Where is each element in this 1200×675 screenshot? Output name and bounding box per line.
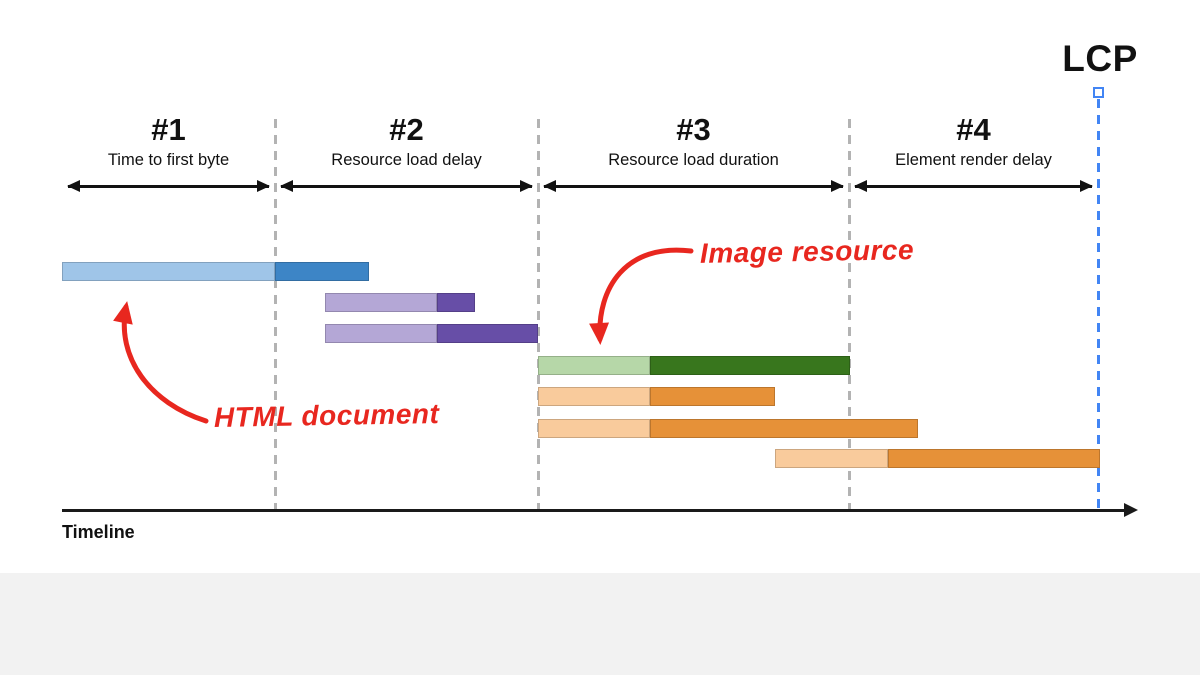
- timeline-axis-arrow-icon: [1124, 503, 1138, 517]
- bar-script-light-segment: [538, 387, 650, 406]
- bar-document-light-segment: [62, 262, 275, 281]
- phase-extent-arrow-icon: [854, 180, 1093, 191]
- lcp-title: LCP: [1062, 38, 1138, 79]
- bar-image-light-segment: [538, 356, 650, 375]
- phase-extent-arrow-icon: [280, 180, 533, 191]
- phase-label: Resource load duration: [608, 151, 779, 169]
- bar-script-light-segment: [538, 419, 650, 438]
- annotation-image-resource: Image resource: [699, 234, 915, 269]
- html-document-arrow-icon: [113, 301, 209, 424]
- phase-divider-line: [273, 119, 277, 512]
- bar-stylesheet-dark-segment: [437, 324, 538, 343]
- bar-script-light-segment: [775, 449, 888, 468]
- phase-number: #1: [151, 112, 186, 147]
- phase-number: #2: [389, 112, 424, 147]
- phase-label: Time to first byte: [107, 151, 230, 169]
- image-resource-arrow-icon: [589, 247, 694, 345]
- phase-extent-arrow-icon: [67, 180, 270, 191]
- bar-script-dark-segment: [650, 387, 775, 406]
- phase-number: #4: [956, 112, 991, 147]
- annotation-html-document: HTML document: [213, 398, 440, 433]
- bar-document-dark-segment: [275, 262, 369, 281]
- lcp-marker-icon: [1093, 87, 1104, 98]
- phase-label: Element render delay: [895, 151, 1052, 169]
- bar-script-dark-segment: [888, 449, 1100, 468]
- timeline-label: Timeline: [62, 522, 135, 542]
- bar-stylesheet-light-segment: [325, 324, 437, 343]
- phase-extent-arrow-icon: [543, 180, 844, 191]
- phase-divider-line: [847, 119, 851, 512]
- bar-image-dark-segment: [650, 356, 850, 375]
- lcp-time-line: [1097, 99, 1100, 511]
- phase-label: Resource load delay: [331, 151, 482, 169]
- phase-number: #3: [676, 112, 711, 147]
- legend-band: DocumentStylesheetScriptImage: [0, 573, 1200, 675]
- timeline-axis: [62, 509, 1126, 512]
- bar-script-dark-segment: [650, 419, 918, 438]
- bar-stylesheet-light-segment: [325, 293, 437, 312]
- phase-divider-line: [536, 119, 540, 512]
- bar-stylesheet-dark-segment: [437, 293, 475, 312]
